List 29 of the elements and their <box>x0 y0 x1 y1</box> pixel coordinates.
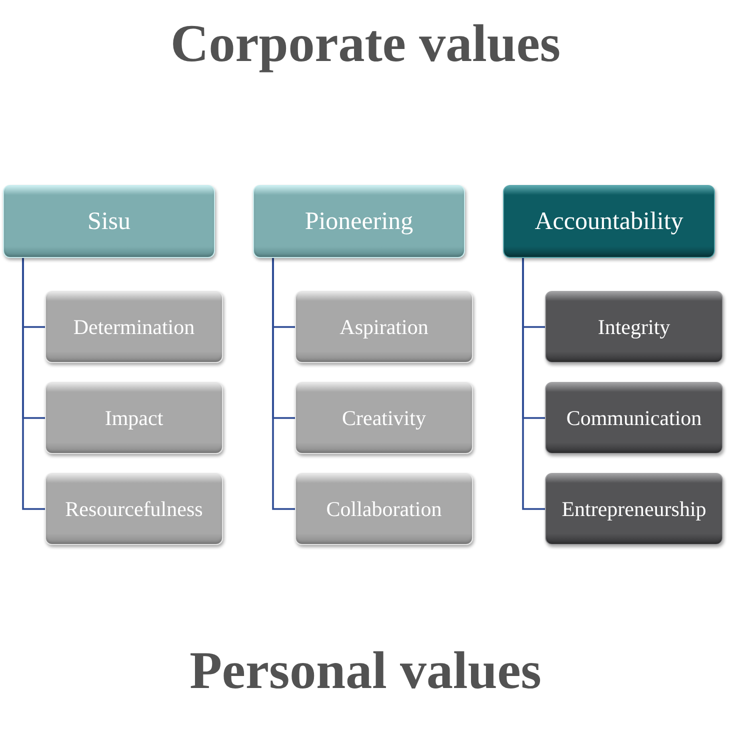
connector-line <box>22 258 45 510</box>
value-label: Collaboration <box>326 496 442 522</box>
value-label: Pioneering <box>304 208 414 236</box>
value-box <box>295 382 473 454</box>
value-group-box <box>3 185 215 258</box>
value-label: Sisu <box>87 208 131 236</box>
value-label: Aspiration <box>340 314 428 340</box>
value-label: Creativity <box>342 406 426 430</box>
value-box <box>45 291 223 363</box>
value-box <box>295 473 473 545</box>
value-label: Communication <box>566 406 702 430</box>
value-group-box <box>253 185 465 258</box>
value-box <box>45 382 223 454</box>
value-label: Entrepreneurship <box>562 496 706 522</box>
value-box <box>545 473 723 545</box>
title: Corporate values <box>170 18 561 71</box>
value-box <box>45 473 223 545</box>
value-box <box>545 291 723 363</box>
connector-line <box>272 258 295 510</box>
value-label: Resourcefulness <box>65 496 203 522</box>
value-label: Determination <box>73 314 195 340</box>
connector-line <box>522 258 545 510</box>
value-box <box>545 382 723 454</box>
caption: Personal values <box>190 645 542 698</box>
value-label: Accountability <box>534 208 684 236</box>
value-label: Impact <box>104 406 164 430</box>
value-group-box <box>503 185 715 258</box>
value-box <box>295 291 473 363</box>
value-label: Integrity <box>598 314 670 340</box>
